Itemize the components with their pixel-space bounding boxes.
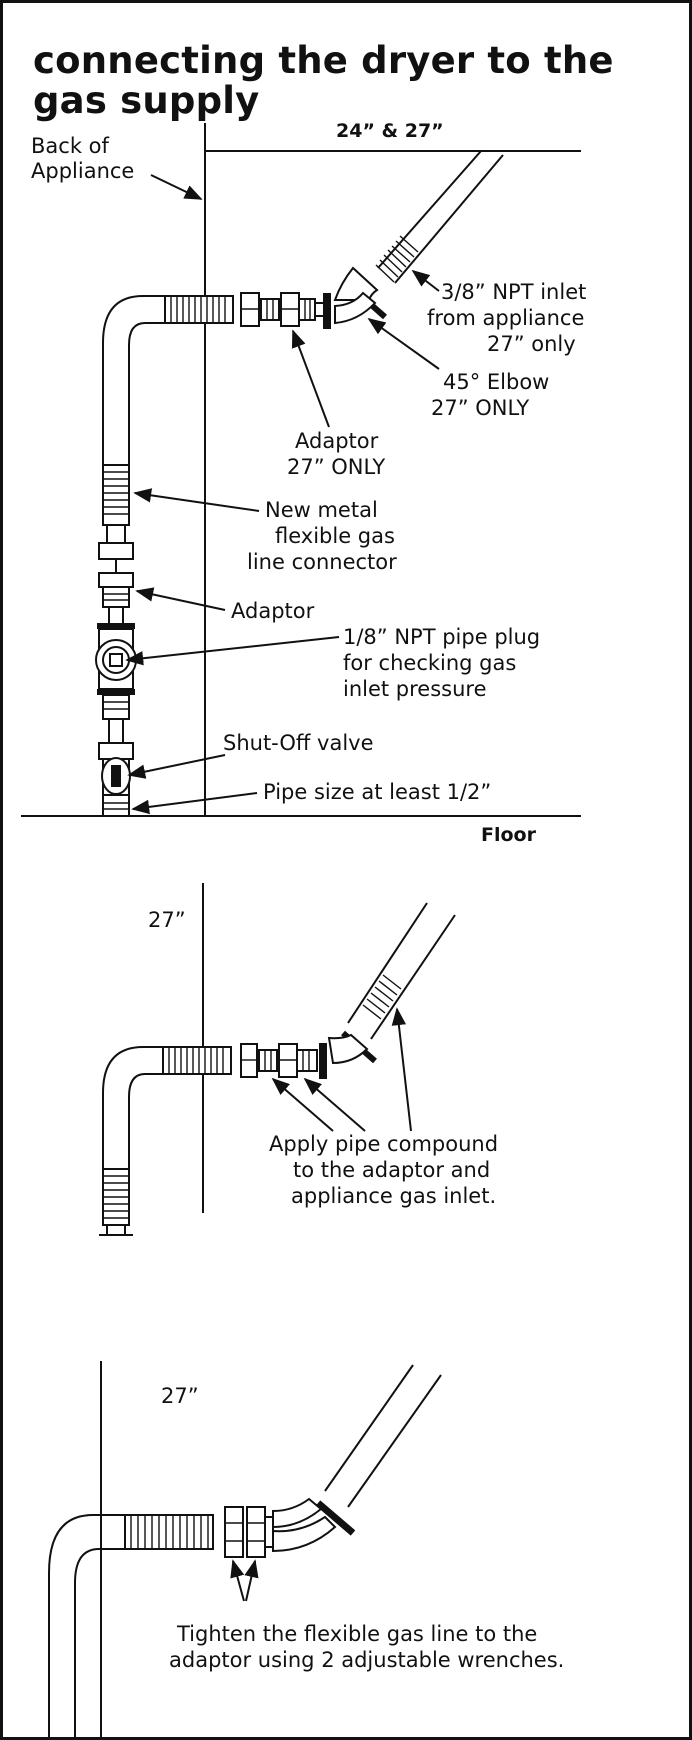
compound-note-3: appliance gas inlet.	[291, 1184, 496, 1208]
back-of-appliance-label-2: Appliance	[31, 159, 134, 183]
figure-pipe-compound: 27”	[99, 883, 498, 1236]
plug-label-2: for checking gas	[343, 651, 516, 675]
supply-line	[95, 295, 165, 817]
compound-arrow-1	[271, 1077, 334, 1132]
inlet-arrow	[411, 269, 440, 292]
elbow-label-2: 27” ONLY	[431, 396, 529, 420]
back-of-appliance-label-1: Back of	[31, 134, 110, 158]
connection-row	[164, 292, 331, 329]
valve-arrow	[127, 754, 226, 779]
back-of-appliance-arrow	[150, 174, 203, 200]
tighten-note-2: adaptor using 2 adjustable wrenches.	[169, 1648, 564, 1672]
connector-label-3: line connector	[247, 550, 397, 574]
adaptor27-label-1: Adaptor	[295, 429, 379, 453]
pipe-size-arrow	[131, 792, 258, 815]
inlet-label-3: 27” only	[487, 332, 576, 356]
tighten-note-1: Tighten the flexible gas line to the	[176, 1622, 537, 1646]
gas-connection-diagrams: 24” & 27” Back of Appliance 3/8” NPT inl…	[21, 120, 586, 1737]
appliance-inlet-pipe	[333, 150, 504, 325]
pipe-size-label: Pipe size at least 1/2”	[263, 780, 491, 804]
connector-label-2: flexible gas	[275, 524, 395, 548]
elbow-arrow	[367, 317, 440, 370]
wrench-arrow-1	[230, 1559, 245, 1602]
size-label-27: 27”	[161, 1384, 199, 1408]
adaptor27-label-2: 27” ONLY	[287, 455, 385, 479]
page-title: connecting the dryer to the gas supply	[33, 39, 614, 122]
compound-arrow-3	[391, 1007, 412, 1132]
elbow-label-1: 45° Elbow	[443, 370, 549, 394]
adaptor27-arrow	[291, 329, 330, 428]
figure-full-installation: 24” & 27” Back of Appliance 3/8” NPT inl…	[21, 120, 586, 846]
floor-label: Floor	[481, 824, 537, 846]
compound-note-1: Apply pipe compound	[269, 1132, 498, 1156]
plug-label-3: inlet pressure	[343, 677, 487, 701]
compound-note-2: to the adaptor and	[293, 1158, 490, 1182]
valve-label: Shut-Off valve	[223, 731, 374, 755]
figure-tighten: 27”	[48, 1361, 564, 1737]
connector-arrow	[133, 488, 260, 512]
size-label-27: 27”	[148, 908, 186, 932]
plug-arrow	[125, 636, 340, 666]
compound-arrow-2	[303, 1077, 366, 1132]
connector-label-1: New metal	[265, 498, 378, 522]
adaptor-arrow	[135, 587, 226, 611]
plug-label-1: 1/8” NPT pipe plug	[343, 625, 540, 649]
inlet-label-1: 3/8” NPT inlet	[441, 280, 586, 304]
inlet-label-2: from appliance	[427, 306, 584, 330]
size-label-24-27: 24” & 27”	[336, 120, 444, 142]
adaptor-label: Adaptor	[231, 599, 315, 623]
wrench-arrow-2	[244, 1559, 259, 1602]
